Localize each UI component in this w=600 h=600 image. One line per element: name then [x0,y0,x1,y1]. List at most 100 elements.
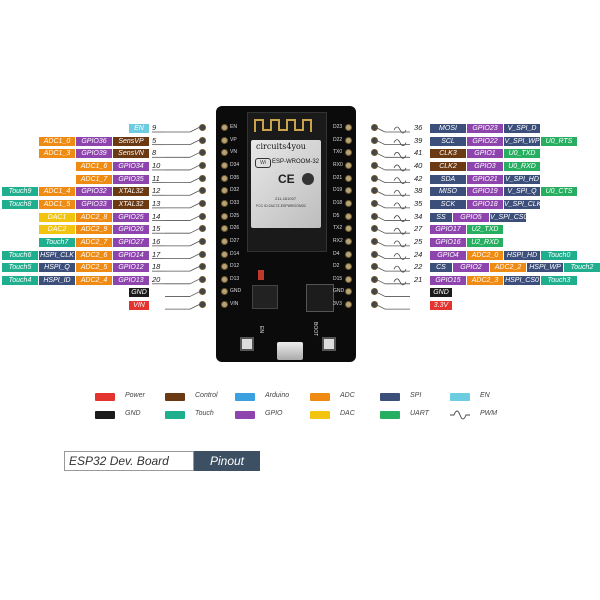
pwm-wave-icon [393,202,407,210]
pin-tag: ADC1_3 [39,149,75,159]
leader-line [374,253,386,259]
header-hole [345,225,352,233]
pin-tag: SensVP [113,136,149,146]
pin-tag: XTAL32 [113,199,149,209]
pin-tag: ADC2_7 [76,237,112,247]
pin-number: 18 [152,262,161,272]
legend-label: Touch [195,410,214,417]
legend-swatch [380,411,400,419]
pin-tag: GPIO36 [76,136,112,146]
pin-tag: GPIO33 [76,199,112,209]
pwm-wave-icon [393,189,407,197]
header-hole [345,288,352,296]
pin-tag: GND [129,288,149,298]
pin-tag: GPIO25 [113,212,149,222]
pin-tag: Touch2 [564,263,600,273]
silk-label: D2 [333,263,340,270]
pin-tag: GPIO23 [467,124,503,133]
header-hole [345,136,352,144]
header-hole [345,237,352,245]
pin-tag: 3.3V [430,301,452,311]
pin-tag: Touch6 [2,250,38,260]
silk-label: D5 [333,212,340,219]
silk-label: D12 [230,263,240,270]
pin-tag: GPIO19 [467,187,503,197]
title-box: ESP32 Dev. Board Pinout [64,451,260,471]
pin-tag: SCL [430,136,466,146]
pin-number: 17 [152,249,161,259]
pin-dot [371,149,378,157]
pin-tag: CS [430,263,452,273]
pin-tag: DAC1 [39,212,75,222]
pin-dot [371,288,378,296]
legend-label: UART [410,410,429,417]
silk-label: VN [230,149,237,156]
pin-tag: GPIO1 [467,149,503,159]
pin-tag: Touch0 [541,250,577,260]
cert-label: FCC ID:2AC7Z-ESPWROOM32 [256,204,306,208]
pin-dot [371,263,378,271]
legend-swatch [380,393,400,401]
pin-number: 15 [152,224,161,234]
espressif-logo-icon [302,173,314,185]
pin-number: 20 [152,274,161,284]
silk-label: D27 [230,237,240,244]
pwm-wave-icon [393,177,407,184]
pin-tag: ADC2_8 [76,212,112,222]
pin-number: 14 [152,211,161,221]
pin-tag: GPIO32 [76,187,112,197]
pin-tag: GND [430,288,452,298]
header-hole [221,263,228,271]
leader-line [189,164,201,171]
pin-tag: GPIO14 [113,250,149,260]
en-button [240,337,254,351]
pin-tag: GPIO27 [113,237,149,247]
pin-dot [371,275,378,283]
legend-label: Power [125,392,145,399]
pin-tag: ADC1_0 [39,136,75,146]
leader-line [189,291,201,297]
header-hole [221,250,228,258]
silk-label: D21 [333,174,343,181]
leader-line [189,265,201,272]
legend-swatch [235,411,255,419]
pin-number: 10 [152,160,161,170]
antenna-trace [254,119,312,132]
silk-label: D34 [230,161,240,168]
legend-label: GND [125,410,141,417]
pin-number: 21 [414,274,423,284]
pin-tag: XTAL32 [113,187,149,197]
pwm-wave-icon [393,139,407,147]
leader-line [189,227,201,234]
pin-number: 42 [414,173,423,183]
silk-label: TX0 [333,149,343,156]
pin-tag: Touch7 [39,237,75,247]
leader-line [374,265,386,272]
leader-line [189,189,201,196]
silk-label: TX2 [333,225,343,232]
pin-number: 35 [414,198,423,208]
pin-number: 27 [414,224,423,234]
leader-line [374,151,386,158]
leader-line [374,189,386,196]
leader-line [189,303,201,310]
pwm-wave-icon [393,265,407,273]
pin-tag: MOSI [430,124,466,133]
silk-label: RX0 [333,161,343,168]
silk-label: EN [230,124,237,130]
silk-label: RX2 [333,237,343,244]
silk-label: D25 [230,212,240,219]
pin-number: 40 [414,160,423,170]
pin-tag: ADC2_5 [76,263,112,273]
pin-dot [371,136,378,144]
pin-tag: ADC2_2 [490,263,526,273]
pin-number: 13 [152,198,161,208]
pin-tag: GPIO4 [430,250,466,260]
pin-number: 36 [414,123,423,132]
legend-label: ADC [340,392,355,399]
silk-label: D13 [230,275,240,282]
pin-tag: V_SPI_HD [504,174,540,184]
legend-swatch [165,393,185,401]
pin-tag: U2_TXD [467,225,503,235]
